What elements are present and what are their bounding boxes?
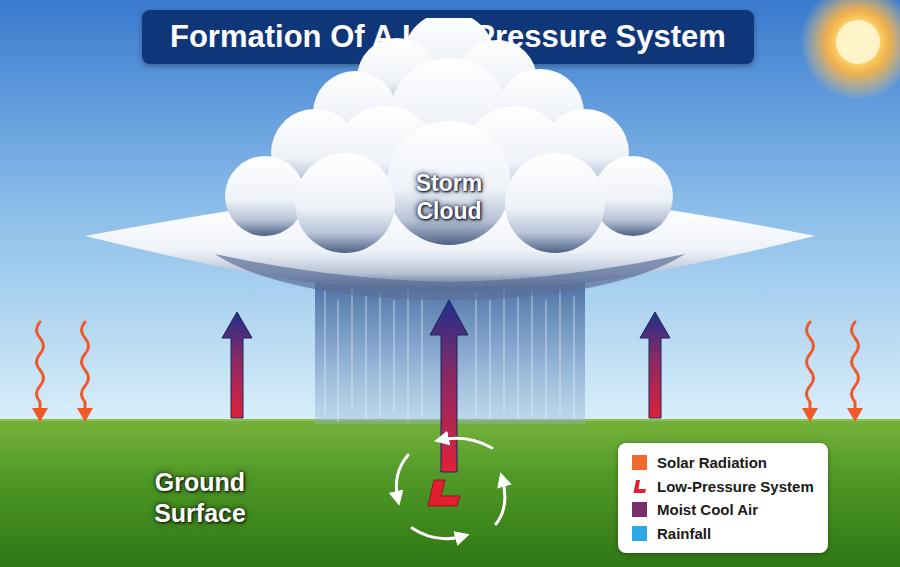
legend-row: Low-Pressure System <box>632 475 814 499</box>
legend-label: Moist Cool Air <box>657 501 758 518</box>
legend-panel: Solar RadiationLow-Pressure SystemMoist … <box>618 443 828 553</box>
low-pressure-symbol <box>632 479 647 494</box>
legend-swatch <box>632 502 647 517</box>
cloud-label: Storm Cloud <box>404 170 494 225</box>
legend-row: Moist Cool Air <box>632 498 814 522</box>
storm-cloud-shape <box>85 18 815 308</box>
legend-label: Rainfall <box>657 525 711 542</box>
legend-label: Solar Radiation <box>657 454 767 471</box>
legend-row: Rainfall <box>632 522 814 546</box>
legend-swatch <box>632 455 647 470</box>
ground-surface-label: Ground Surface <box>140 467 260 530</box>
legend-row: Solar Radiation <box>632 451 814 475</box>
legend-label: Low-Pressure System <box>657 478 814 495</box>
storm-cloud: Storm Cloud <box>85 18 815 308</box>
legend-swatch <box>632 526 647 541</box>
